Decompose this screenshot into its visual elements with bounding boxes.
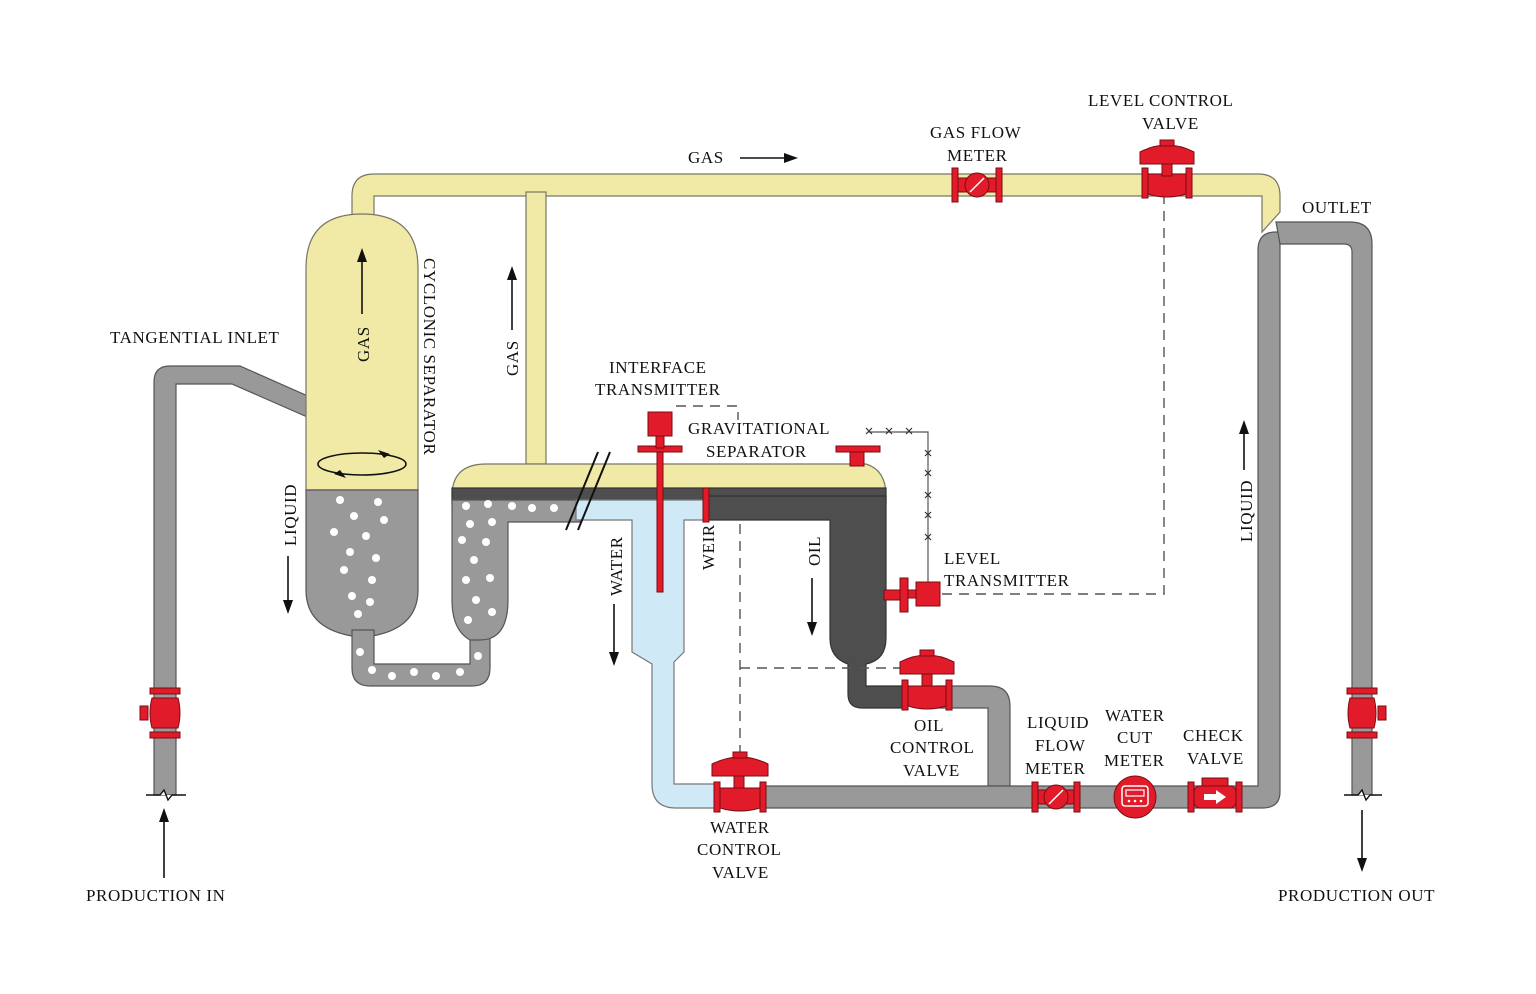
arrowhead: [807, 622, 817, 636]
label-gravitational-separator: GRAVITATIONAL: [688, 419, 830, 438]
label-cyclonic-separator: CYCLONIC SEPARATOR: [420, 258, 439, 455]
swirl-arrowhead: [334, 470, 346, 478]
gas-flow-meter[interactable]: [951, 167, 1003, 203]
oil-control-valve[interactable]: [899, 649, 955, 711]
break-mark: [577, 451, 611, 531]
level-transmitter[interactable]: [883, 577, 941, 613]
water-cut-meter[interactable]: [1113, 775, 1157, 819]
label-oil: OIL: [805, 536, 824, 566]
arrowhead: [357, 248, 367, 262]
level-control-valve[interactable]: [1139, 139, 1195, 199]
weir-plate: [702, 487, 710, 523]
gas-bubbles: [330, 496, 558, 680]
label-gas-top: GAS: [688, 148, 724, 167]
arrowhead: [609, 652, 619, 666]
label-level-transmitter: LEVEL: [944, 549, 1001, 568]
inlet-block-valve[interactable]: [139, 687, 181, 739]
label-check-valve: VALVE: [1187, 749, 1244, 768]
label-production-in: PRODUCTION IN: [86, 886, 226, 905]
grav-inlet-leg: [451, 499, 581, 641]
label-liquid-flow-meter: LIQUID: [1027, 713, 1089, 732]
level-signal-line: [942, 196, 1165, 595]
top-nozzle: [835, 445, 881, 467]
arrowhead: [283, 600, 293, 614]
sensing-line-markers: [865, 427, 932, 541]
label-oil-control-valve: VALVE: [903, 761, 960, 780]
label-interface-transmitter: TRANSMITTER: [595, 380, 721, 399]
water-control-valve[interactable]: [711, 751, 769, 813]
interface-transmitter[interactable]: [637, 411, 683, 593]
label-liquid-right: LIQUID: [1237, 480, 1256, 542]
label-gravitational-separator: SEPARATOR: [706, 442, 807, 461]
label-oil-control-valve: CONTROL: [890, 738, 974, 757]
cyclonic-separator: [305, 213, 419, 637]
oil-leg: [705, 495, 907, 709]
swirl-arrowhead: [378, 450, 390, 458]
label-level-transmitter: TRANSMITTER: [944, 571, 1070, 590]
water-leg: [575, 499, 719, 809]
label-weir: WEIR: [699, 524, 718, 570]
label-gas-cyclone: GAS: [354, 326, 373, 362]
arrowhead: [1357, 858, 1367, 872]
label-production-out: PRODUCTION OUT: [1278, 886, 1435, 905]
label-level-control-valve: VALVE: [1142, 114, 1199, 133]
liquid-flow-meter[interactable]: [1031, 781, 1081, 813]
label-tangential-inlet: TANGENTIAL INLET: [110, 328, 280, 347]
break-mark: [565, 451, 599, 531]
outlet-block-valve[interactable]: [1346, 687, 1387, 739]
label-oil-control-valve: OIL: [914, 716, 944, 735]
label-liquid-cyclone: LIQUID: [281, 484, 300, 546]
interface-signal-line: [676, 405, 739, 420]
oil-outlet-pipe: [935, 685, 1011, 787]
label-gas-flow-meter: GAS FLOW: [930, 123, 1022, 142]
label-water-cut-meter: WATER: [1105, 706, 1165, 725]
label-interface-transmitter: INTERFACE: [609, 358, 707, 377]
arrowhead: [159, 808, 169, 822]
label-water-cut-meter: CUT: [1117, 728, 1153, 747]
label-gas-riser: GAS: [503, 340, 522, 376]
label-water-control-valve: VALVE: [712, 863, 769, 882]
arrowhead: [1239, 420, 1249, 434]
swirl-icon: [317, 452, 407, 476]
gas-riser-pipe: [525, 191, 547, 465]
label-water-control-valve: CONTROL: [697, 840, 781, 859]
arrowhead: [784, 153, 798, 163]
label-gas-flow-meter: METER: [947, 146, 1008, 165]
label-level-control-valve: LEVEL CONTROL: [1088, 91, 1234, 110]
label-outlet: OUTLET: [1302, 198, 1372, 217]
label-water-control-valve: WATER: [710, 818, 770, 837]
label-water: WATER: [607, 536, 626, 596]
label-liquid-flow-meter: METER: [1025, 759, 1086, 778]
pipe-break-in: [146, 788, 186, 802]
arrowhead: [507, 266, 517, 280]
label-check-valve: CHECK: [1183, 726, 1244, 745]
pipe-break-out: [1344, 788, 1382, 802]
gas-header-pipe: [351, 173, 1281, 234]
check-valve[interactable]: [1187, 777, 1243, 813]
label-water-cut-meter: METER: [1104, 751, 1165, 770]
label-liquid-flow-meter: FLOW: [1035, 736, 1086, 755]
